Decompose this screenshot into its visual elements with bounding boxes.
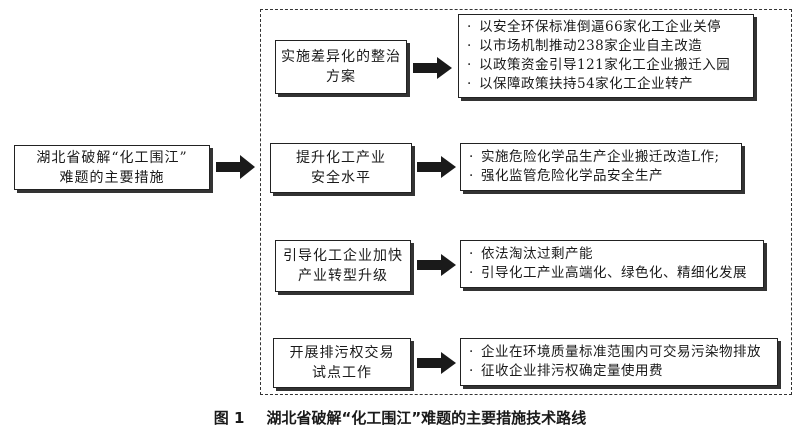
- main-arrow-icon: [216, 155, 255, 179]
- measure-3-line2: 产业转型升级: [298, 268, 388, 284]
- detail-3-item: ·依法淘汰过剩产能: [469, 246, 593, 262]
- bullet-dot-icon: ·: [469, 246, 474, 262]
- measure-3-line1: 引导化工企业加快: [283, 248, 403, 264]
- branch-1-arrow-icon: [413, 57, 452, 79]
- bullet-dot-icon: ·: [469, 168, 474, 184]
- main-topic-box: 湖北省破解“化工围江” 难题的主要措施: [14, 145, 210, 190]
- detail-box-1: ·以安全环保标准倒逼66家化工企业关停 ·以市场机制推动238家企业自主改造 ·…: [458, 14, 754, 98]
- bullet-dot-icon: ·: [469, 265, 474, 281]
- detail-3-item: ·引导化工产业高端化、绿色化、精细化发展: [469, 265, 747, 281]
- measure-box-4: 开展排污权交易 试点工作: [273, 338, 411, 388]
- measure-4-line1: 开展排污权交易: [289, 345, 395, 361]
- bullet-dot-icon: ·: [467, 38, 472, 54]
- measure-4-line2: 试点工作: [312, 365, 372, 381]
- detail-box-3: ·依法淘汰过剩产能 ·引导化工产业高端化、绿色化、精细化发展: [460, 240, 764, 288]
- figure-title: 湖北省破解“化工围江”难题的主要措施技术路线: [266, 409, 587, 427]
- main-topic-line2: 难题的主要措施: [59, 169, 165, 186]
- branch-4-arrow-icon: [417, 352, 456, 374]
- branch-2-arrow-icon: [417, 156, 456, 178]
- detail-1-item: ·以政策资金引导121家化工企业搬迁入园: [467, 57, 731, 73]
- detail-1-item: ·以保障政策扶持54家化工企业转产: [467, 76, 694, 92]
- main-topic-line1: 湖北省破解“化工围江”: [36, 149, 188, 166]
- measure-box-1: 实施差异化的整治 方案: [275, 40, 407, 94]
- measure-2-line1: 提升化工产业: [296, 150, 386, 166]
- bullet-dot-icon: ·: [467, 19, 472, 35]
- measures-group-frame: [260, 9, 792, 395]
- bullet-dot-icon: ·: [467, 57, 472, 73]
- bullet-dot-icon: ·: [469, 344, 474, 360]
- measure-box-3: 引导化工企业加快 产业转型升级: [275, 240, 411, 292]
- measure-1-line2: 方案: [326, 69, 356, 85]
- bullet-dot-icon: ·: [469, 149, 474, 165]
- detail-1-item: ·以安全环保标准倒逼66家化工企业关停: [467, 19, 722, 35]
- measure-2-line2: 安全水平: [311, 170, 371, 186]
- detail-2-item: ·实施危险化学品生产企业搬迁改造L作;: [469, 149, 720, 165]
- detail-4-item: ·征收企业排污权确定量使用费: [469, 363, 663, 379]
- figure-caption: 图 1 湖北省破解“化工围江”难题的主要措施技术路线: [0, 407, 800, 428]
- branch-3-arrow-icon: [417, 254, 456, 276]
- figure-number: 图 1: [213, 409, 245, 427]
- measure-1-line1: 实施差异化的整治: [281, 49, 401, 65]
- detail-box-4: ·企业在环境质量标准范围内可交易污染物排放 ·征收企业排污权确定量使用费: [460, 338, 778, 386]
- detail-1-item: ·以市场机制推动238家企业自主改造: [467, 38, 703, 54]
- bullet-dot-icon: ·: [469, 363, 474, 379]
- bullet-dot-icon: ·: [467, 76, 472, 92]
- detail-2-item: ·强化监管危险化学品安全生产: [469, 168, 663, 184]
- measure-box-2: 提升化工产业 安全水平: [270, 143, 412, 193]
- detail-box-2: ·实施危险化学品生产企业搬迁改造L作; ·强化监管危险化学品安全生产: [460, 143, 742, 191]
- detail-4-item: ·企业在环境质量标准范围内可交易污染物排放: [469, 344, 761, 360]
